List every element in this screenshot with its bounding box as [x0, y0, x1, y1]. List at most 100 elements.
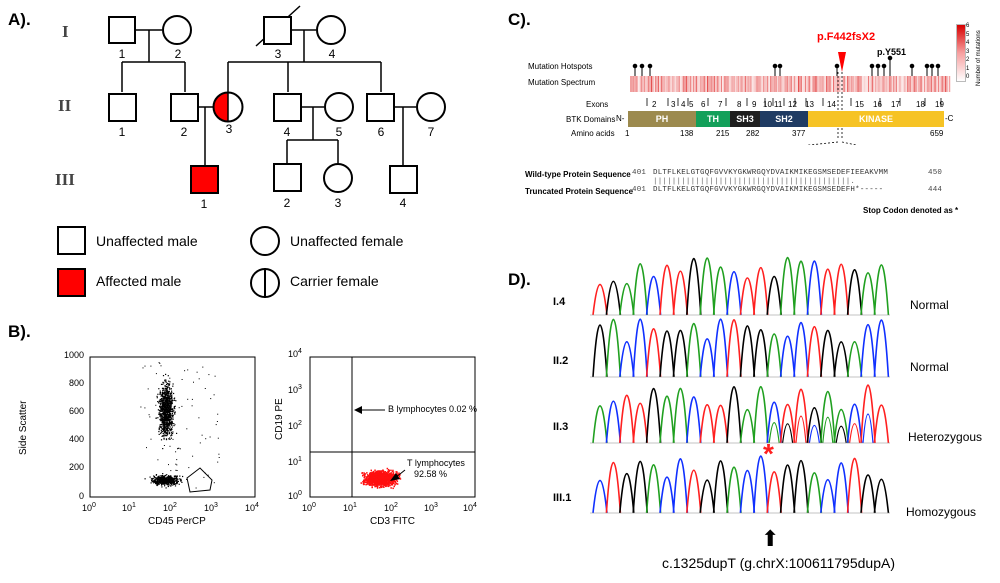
cd3-tick-3: 103	[424, 502, 438, 513]
exon-6: 6	[701, 100, 706, 109]
trace-status-ii3: Heterozygous	[908, 430, 983, 444]
ss-tick-800: 800	[68, 378, 84, 388]
exon-11: 11	[774, 100, 783, 109]
mutation-spectrum-strip	[630, 76, 951, 92]
wt-seq-label: Wild-type Protein Sequence	[525, 170, 631, 179]
sequence-identity-bars: ||||||||||||||||||||||||||||||||||||||||…	[653, 178, 856, 186]
pedigree-II7-female	[416, 92, 446, 122]
t-lymph-annotation-2: 92.58 %	[414, 469, 448, 479]
mutation-count-colorbar	[956, 24, 966, 82]
exon-12: 12	[788, 100, 797, 109]
cd3-tick-1: 101	[343, 502, 357, 513]
domain-sh2: SH2	[760, 111, 808, 127]
pedigree-II6-number: 6	[377, 125, 385, 139]
stop-codon-note: Stop Codon denoted as *	[863, 206, 959, 215]
ss-tick-400: 400	[68, 434, 84, 444]
panel-d-label: D).	[508, 270, 531, 289]
ss-tick-1000: 1000	[63, 350, 84, 360]
cd45-tick-4: 104	[245, 502, 259, 513]
trace-label-ii3: II.3	[553, 421, 569, 433]
trace-status-ii2: Normal	[910, 360, 949, 374]
side-scatter-axis-label: Side Scatter	[18, 400, 29, 455]
b-lymph-arrowhead	[354, 406, 362, 414]
aa-row-label: Amino acids	[571, 129, 615, 138]
pedigree-III2-number: 2	[283, 196, 291, 210]
pedigree-I2-female	[162, 15, 192, 45]
pedigree-II1-male	[108, 93, 137, 122]
pedigree-I1-number: 1	[118, 47, 126, 61]
cd19-tick-3: 103	[288, 384, 302, 395]
pedigree-I3-deceased-male	[263, 16, 292, 45]
exon-13: 13	[805, 100, 814, 109]
mutation-asterisk: *	[763, 438, 774, 469]
pedigree-III1-affected-male	[190, 165, 219, 194]
pedigree-III2-male	[273, 163, 302, 192]
wt-seq: DLTFLKELGTGQFGVVKYGKWRGQYDVAIKMIKEGSMSED…	[653, 169, 889, 177]
cd45-tick-3: 103	[204, 502, 218, 513]
pedigree-II3-number: 3	[225, 122, 233, 136]
legend-affected-male-symbol	[57, 268, 86, 297]
exon-17: 17	[891, 100, 900, 109]
exon-3: 3	[671, 100, 676, 109]
tr-seq-start: 401	[632, 186, 647, 194]
pedigree-I3-number: 3	[274, 47, 282, 61]
mutation-hotspot-pins	[632, 55, 941, 76]
trace-status-i4: Normal	[910, 298, 949, 312]
aa-282: 282	[746, 129, 760, 138]
b-lymph-annotation: B lymphocytes 0.02 %	[388, 404, 478, 414]
y551-label: p.Y551	[877, 47, 907, 57]
trace-status-iii1: Homozygous	[906, 505, 977, 519]
cd19-tick-1: 101	[288, 456, 302, 467]
pedigree-II6-male	[366, 93, 395, 122]
legend-unaffected-male-symbol	[57, 226, 86, 255]
exon-14: 14	[827, 100, 836, 109]
colorbar-label: Number of mutations	[976, 30, 982, 86]
legend-unaffected-female: Unaffected female	[290, 233, 404, 249]
pedigree-I2-number: 2	[174, 47, 182, 61]
spectrum-row-label: Mutation Spectrum	[528, 78, 596, 87]
pedigree-II5-number: 5	[335, 125, 343, 139]
exon-19: 19	[935, 100, 944, 109]
cd3-tick-4: 104	[463, 502, 477, 513]
legend-carrier-female: Carrier female	[290, 273, 379, 289]
pedigree-II4-number: 4	[283, 125, 291, 139]
domain-ph: PH	[628, 111, 696, 127]
pedigree-III1-number: 1	[200, 197, 208, 211]
pedigree-II4-male	[273, 93, 302, 122]
wt-seq-end: 450	[928, 169, 943, 177]
legend-carrier-divider	[264, 268, 266, 298]
t-lymph-annotation-1: T lymphocytes	[407, 458, 465, 468]
exon-7: 7	[718, 100, 723, 109]
pedigree-III3-female	[323, 163, 353, 193]
lymphocyte-gate	[186, 467, 213, 493]
protein-graphics	[630, 52, 951, 145]
pedigree-I4-female	[316, 15, 346, 45]
cd3-cd19-dots	[360, 467, 402, 490]
pedigree-III3-number: 3	[334, 196, 342, 210]
c-terminus: -C	[945, 114, 954, 123]
pedigree-II2-number: 2	[180, 125, 188, 139]
cd3-tick-2: 102	[384, 502, 398, 513]
cd19-tick-0: 100	[288, 490, 302, 501]
pedigree-III4-number: 4	[399, 196, 407, 210]
pedigree-II1-number: 1	[118, 125, 126, 139]
exon-15: 15	[855, 100, 864, 109]
aa-377: 377	[792, 129, 806, 138]
exon-16: 16	[873, 100, 882, 109]
tr-seq: DLTFLKELGTGQFGVVKYGKWRGQYDVAIKMIKEGSMSED…	[653, 186, 884, 194]
aa-138: 138	[680, 129, 694, 138]
exon-8: 8	[737, 100, 742, 109]
aa-659: 659	[930, 129, 944, 138]
exon-18: 18	[916, 100, 925, 109]
trace-label-i4: I.4	[553, 296, 566, 308]
exon-9: 9	[752, 100, 757, 109]
pedigree-lines	[121, 5, 416, 165]
exons-row-label: Exons	[586, 100, 609, 109]
pedigree-I4-number: 4	[328, 47, 336, 61]
cd45-tick-2: 102	[163, 502, 177, 513]
truncated-seq-label: Truncated Protein Sequence	[525, 187, 634, 196]
mutation-position-arrow-icon: ⬆	[761, 526, 780, 551]
cd45-axis-label: CD45 PerCP	[148, 516, 206, 527]
side-scatter-dots	[140, 362, 220, 489]
